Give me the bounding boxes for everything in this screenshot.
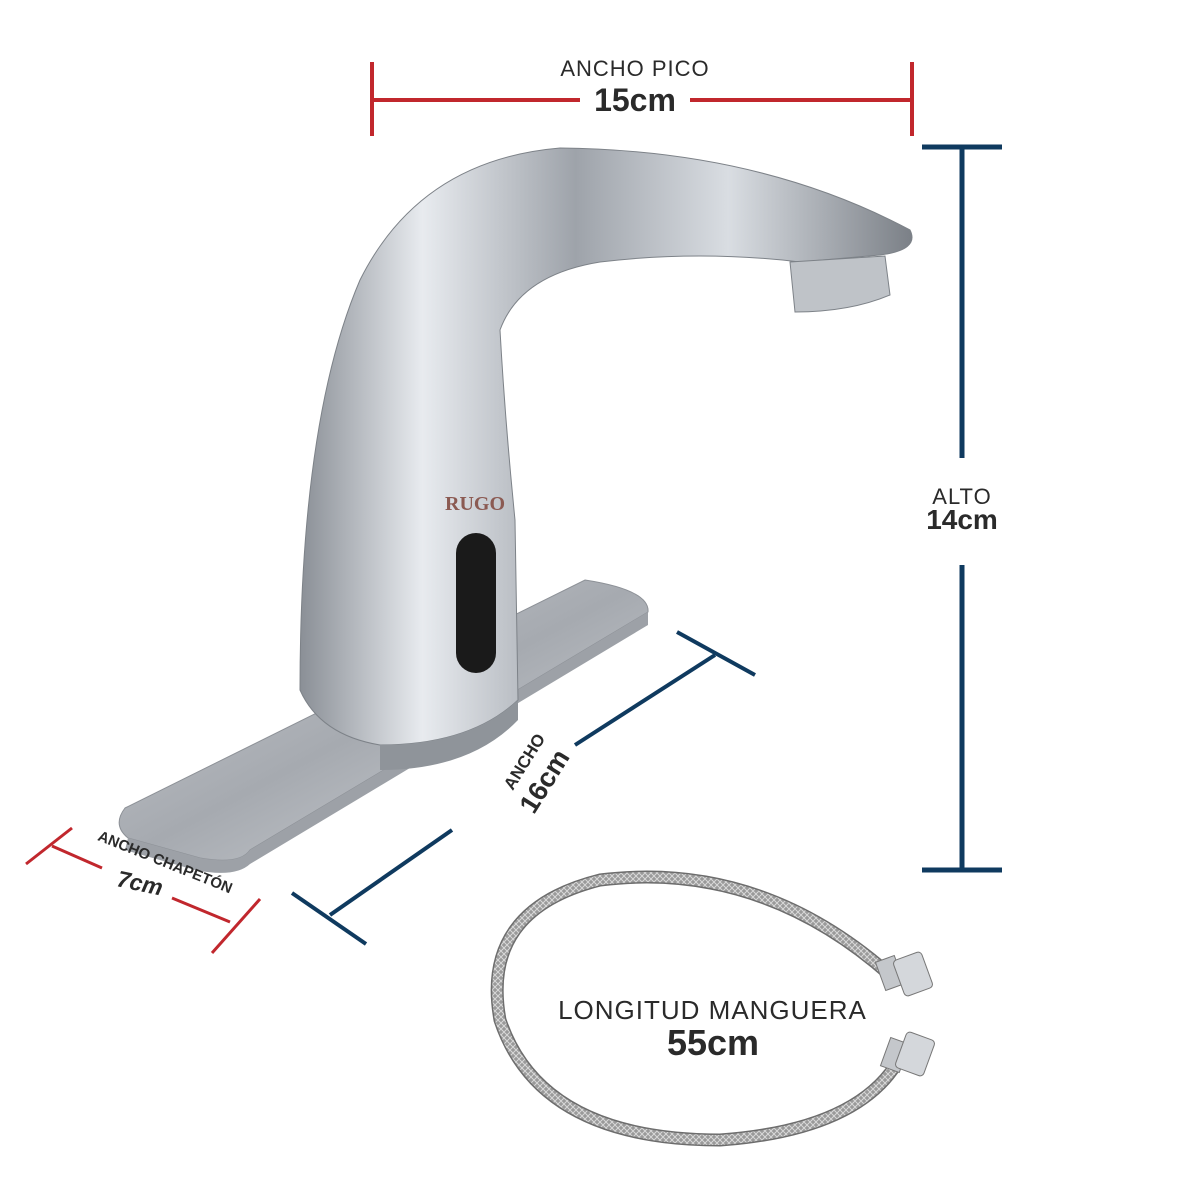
sensor-window <box>456 533 496 673</box>
brand-logo: RUGO <box>445 493 505 515</box>
height-dimension-line <box>922 144 1002 873</box>
faucet-aerator <box>789 255 891 313</box>
spout-width-label: ANCHO PICO <box>560 56 710 81</box>
width-dimension-line <box>290 630 756 946</box>
height-label: ALTO <box>932 484 992 509</box>
plate-width-dimension-line <box>25 826 262 954</box>
spout-width-value: 15cm <box>594 82 676 118</box>
hose-fitting-top <box>874 951 933 997</box>
hose-length-value: 55cm <box>666 1022 760 1063</box>
spout-width-dimension-line <box>370 62 914 136</box>
hose-image <box>490 870 935 1147</box>
hose-length-label: LONGITUD MANGUERA <box>558 995 867 1025</box>
hose-fitting-bottom <box>879 1031 935 1077</box>
faucet-body: RUGO <box>299 147 913 770</box>
height-value: 14cm <box>926 504 998 535</box>
